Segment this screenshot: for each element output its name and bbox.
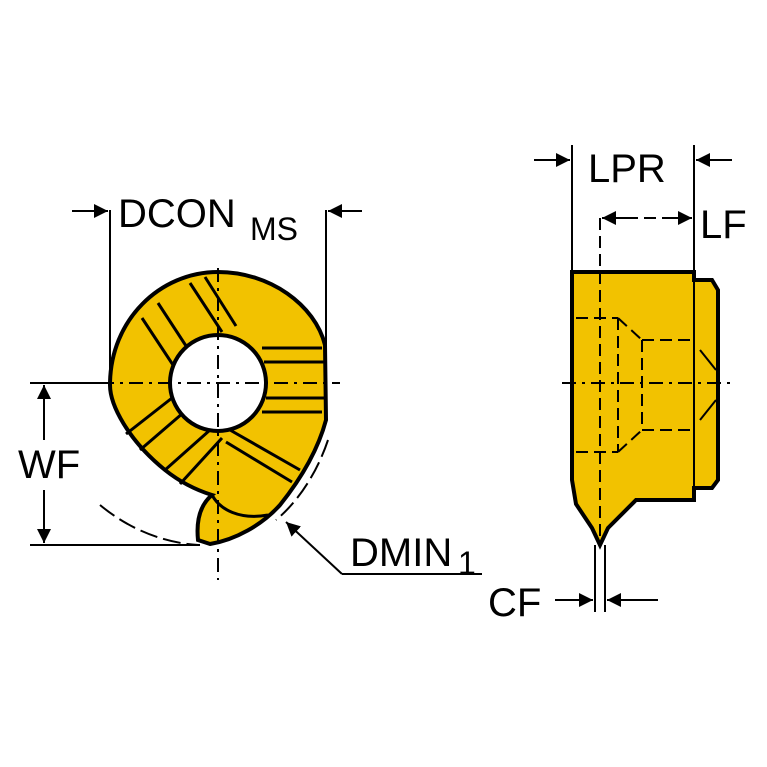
dcon-label: DCON — [118, 192, 236, 236]
hidden-bore — [576, 218, 694, 545]
dmin-subscript: 1 — [458, 545, 476, 581]
lf-label: LF — [700, 203, 747, 247]
dcon-subscript: MS — [250, 211, 298, 247]
front-view: DCON MS WF DMIN 1 — [18, 192, 482, 581]
dmin-leader — [285, 521, 482, 575]
dmin-arcs — [99, 439, 329, 546]
centerlines — [100, 268, 340, 580]
cf-label: CF — [488, 581, 541, 625]
side-view: LPR LF CF — [488, 145, 747, 625]
insert-body-side — [570, 270, 720, 550]
side-edge-lines — [693, 280, 717, 488]
dmin-label: DMIN — [350, 531, 452, 575]
wf-dimension — [30, 382, 200, 546]
wf-label: WF — [18, 443, 80, 487]
cf-dimension — [555, 545, 658, 612]
dcon-dimension — [72, 204, 362, 386]
lpr-dimension — [534, 145, 732, 272]
grooves — [125, 276, 324, 518]
lpr-label: LPR — [588, 147, 666, 191]
